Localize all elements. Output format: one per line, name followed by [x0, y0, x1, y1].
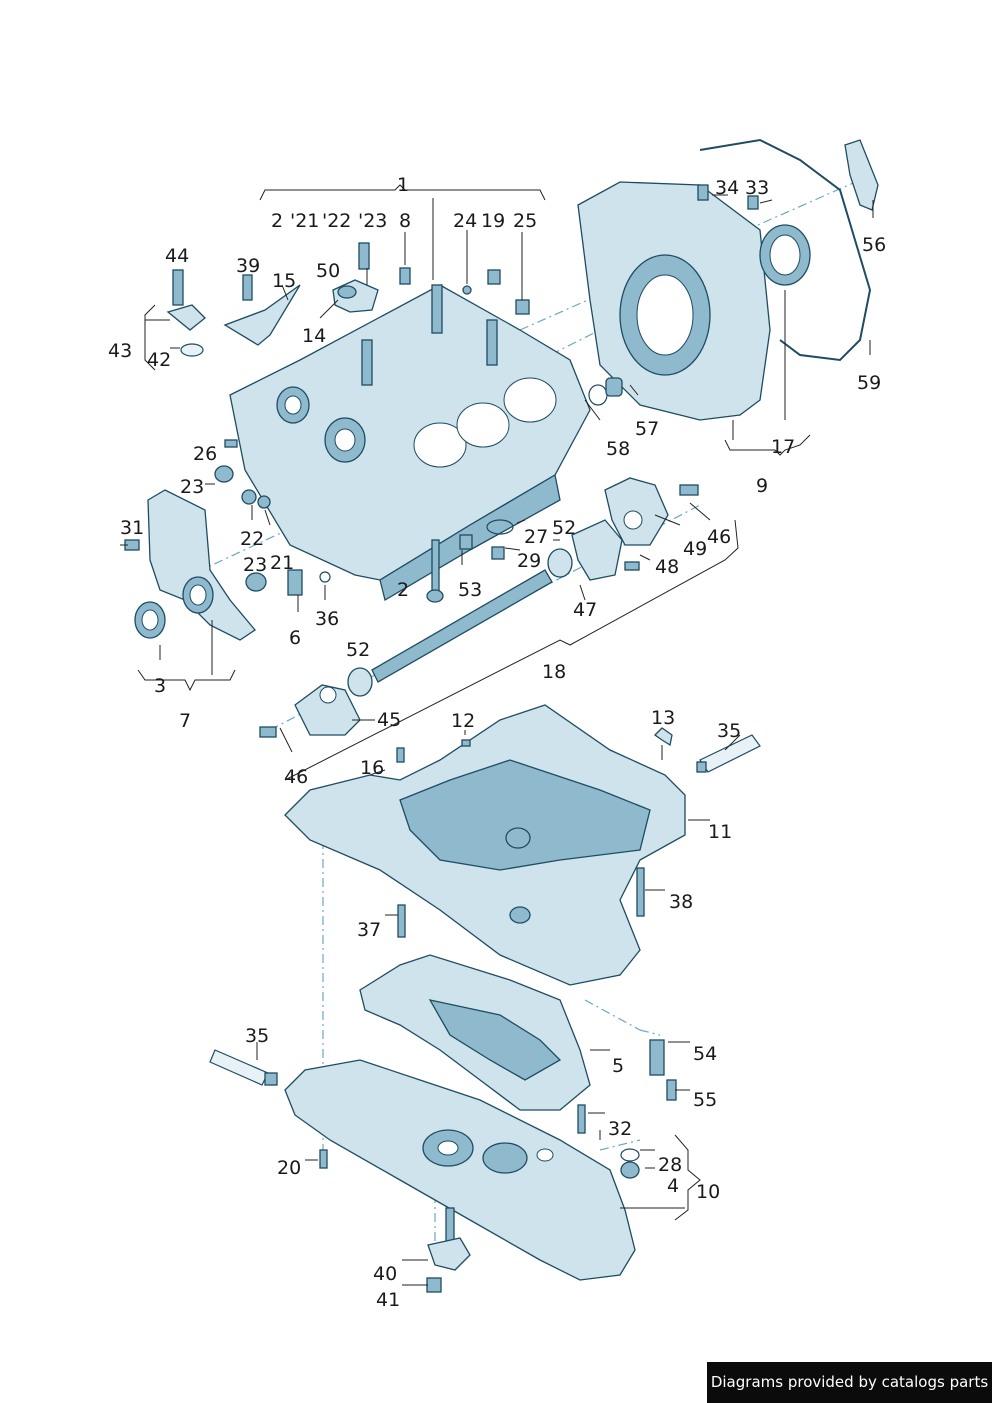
front-timing-cover — [134, 489, 256, 641]
callout-label: 15 — [272, 270, 296, 292]
callout-label: '21 — [290, 210, 319, 232]
small-parts-mid — [426, 519, 514, 603]
callout-label: 57 — [635, 418, 659, 440]
callout-label: 17 — [771, 436, 795, 458]
callout-label: 46 — [707, 526, 731, 548]
callout-label: 48 — [655, 556, 679, 578]
callout-label: 16 — [360, 757, 384, 779]
callout-label: 22 — [240, 528, 264, 550]
callout-label: 2 — [271, 210, 283, 232]
lower-oil-pan — [284, 1059, 636, 1281]
callout-label: 3 — [154, 675, 166, 697]
callout-label: 35 — [245, 1025, 269, 1047]
callout-label: 41 — [376, 1289, 400, 1311]
upper-oil-pan — [284, 704, 686, 986]
rear-gasket — [699, 138, 872, 362]
callout-label: 43 — [108, 340, 132, 362]
callout-label: '22 — [322, 210, 351, 232]
callout-label: 9 — [756, 475, 768, 497]
callout-label: 52 — [552, 517, 576, 539]
rear-cover-plate — [577, 181, 811, 421]
callout-label: 33 — [745, 177, 769, 199]
callout-label: 23 — [180, 476, 204, 498]
small-parts-left — [124, 439, 331, 596]
callout-label: 35 — [717, 720, 741, 742]
callout-label: 44 — [165, 245, 189, 267]
oil-baffle — [359, 954, 591, 1111]
callout-label: 2 — [397, 579, 409, 601]
callout-label: 36 — [315, 608, 339, 630]
sealant-tubes — [209, 734, 761, 1086]
callout-label: 54 — [693, 1043, 717, 1065]
callout-label: 24 — [453, 210, 477, 232]
callout-label: 20 — [277, 1157, 301, 1179]
callout-label: 37 — [357, 919, 381, 941]
callout-label: 10 — [696, 1181, 720, 1203]
callout-label: 7 — [179, 710, 191, 732]
small-parts-lower — [319, 727, 677, 1293]
callout-label: 50 — [316, 260, 340, 282]
callout-label: 11 — [708, 821, 732, 843]
callout-label: 19 — [481, 210, 505, 232]
rear-seals — [588, 139, 879, 406]
callout-label: 59 — [857, 372, 881, 394]
callout-label: 47 — [573, 599, 597, 621]
callout-label: 13 — [651, 707, 675, 729]
callout-label: 21 — [270, 552, 294, 574]
catalog-credit-banner: Diagrams provided by catalogs parts — [707, 1362, 992, 1403]
callout-label: 34 — [715, 177, 739, 199]
callout-label: 27 — [524, 526, 548, 548]
callout-label: 55 — [693, 1089, 717, 1111]
callout-label: 18 — [542, 661, 566, 683]
callout-labels: 1 2 '21 '22 '23 8 24 19 25 44 39 15 50 4… — [108, 174, 886, 1311]
callout-label: 49 — [683, 538, 707, 560]
callout-label: 29 — [517, 550, 541, 572]
callout-label: 45 — [377, 709, 401, 731]
callout-label: 53 — [458, 579, 482, 601]
balance-shaft — [259, 477, 699, 738]
callout-label: 46 — [284, 766, 308, 788]
callout-label: 1 — [397, 174, 409, 196]
callout-label: 14 — [302, 325, 326, 347]
leader-lines — [120, 184, 874, 1286]
callout-label: 32 — [608, 1118, 632, 1140]
callout-label: '23 — [358, 210, 387, 232]
callout-label: 6 — [289, 627, 301, 649]
callout-label: 8 — [399, 210, 411, 232]
callout-label: 25 — [513, 210, 537, 232]
callout-label: 4 — [667, 1175, 679, 1197]
callout-label: 23 — [243, 554, 267, 576]
callout-label: 38 — [669, 891, 693, 913]
callout-label: 42 — [147, 349, 171, 371]
callout-label: 12 — [451, 710, 475, 732]
callout-label: 40 — [373, 1263, 397, 1285]
callout-label: 31 — [120, 517, 144, 539]
callout-label: 52 — [346, 639, 370, 661]
callout-label: 58 — [606, 438, 630, 460]
callout-label: 5 — [612, 1055, 624, 1077]
callout-label: 39 — [236, 255, 260, 277]
callout-label: 28 — [658, 1154, 682, 1176]
callout-label: 26 — [193, 443, 217, 465]
callout-label: 56 — [862, 234, 886, 256]
